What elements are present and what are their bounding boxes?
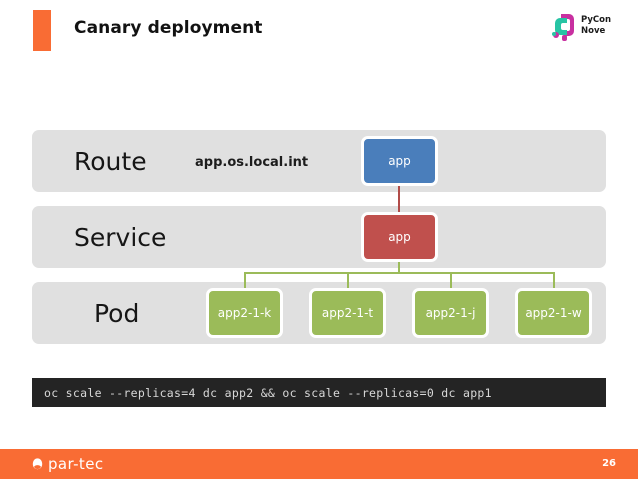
row-label-route: Route	[74, 147, 147, 176]
connector-pod-bus	[244, 272, 554, 274]
partec-wordmark: par-tec	[48, 455, 104, 473]
page-title: Canary deployment	[74, 18, 263, 38]
row-label-pod: Pod	[94, 299, 140, 328]
command-text: oc scale --replicas=4 dc app2 && oc scal…	[44, 385, 492, 400]
pycon-nove-logo: PyCon Nove	[548, 12, 632, 44]
node-pod-app2-1-j[interactable]: app2-1-j	[412, 288, 489, 338]
connector-pod-drop-2	[450, 272, 452, 289]
pycon-wordmark-line2: Nove	[581, 26, 606, 36]
connector-route-to-service	[398, 186, 400, 213]
node-pod-app2-1-t[interactable]: app2-1-t	[309, 288, 386, 338]
page-number: 26	[602, 458, 616, 469]
connector-pod-drop-0	[244, 272, 246, 289]
pycon-snake-icon	[552, 14, 574, 41]
pycon-wordmark: PyCon Nove	[581, 15, 611, 37]
pycon-wordmark-line1: PyCon	[581, 15, 612, 25]
slide-header: Canary deployment PyCon Nove	[0, 0, 638, 62]
diagram-row-route: Route app.os.local.int	[32, 130, 606, 192]
node-pod-app2-1-w[interactable]: app2-1-w	[515, 288, 592, 338]
node-pod-app2-1-k[interactable]: app2-1-k	[206, 288, 283, 338]
command-bar: oc scale --replicas=4 dc app2 && oc scal…	[32, 378, 606, 407]
row-label-service: Service	[74, 223, 167, 252]
connector-pod-drop-3	[553, 272, 555, 289]
diagram-row-service: Service	[32, 206, 606, 268]
node-service-app[interactable]: app	[361, 212, 438, 262]
partec-droplet-icon	[32, 457, 43, 469]
partec-logo: par-tec	[30, 455, 104, 473]
title-accent-bar	[33, 10, 51, 51]
route-hostname: app.os.local.int	[195, 155, 309, 170]
connector-pod-drop-1	[347, 272, 349, 289]
connector-service-stub	[398, 261, 400, 273]
node-route-app[interactable]: app	[361, 136, 438, 186]
slide-footer: par-tec 26	[0, 449, 638, 479]
